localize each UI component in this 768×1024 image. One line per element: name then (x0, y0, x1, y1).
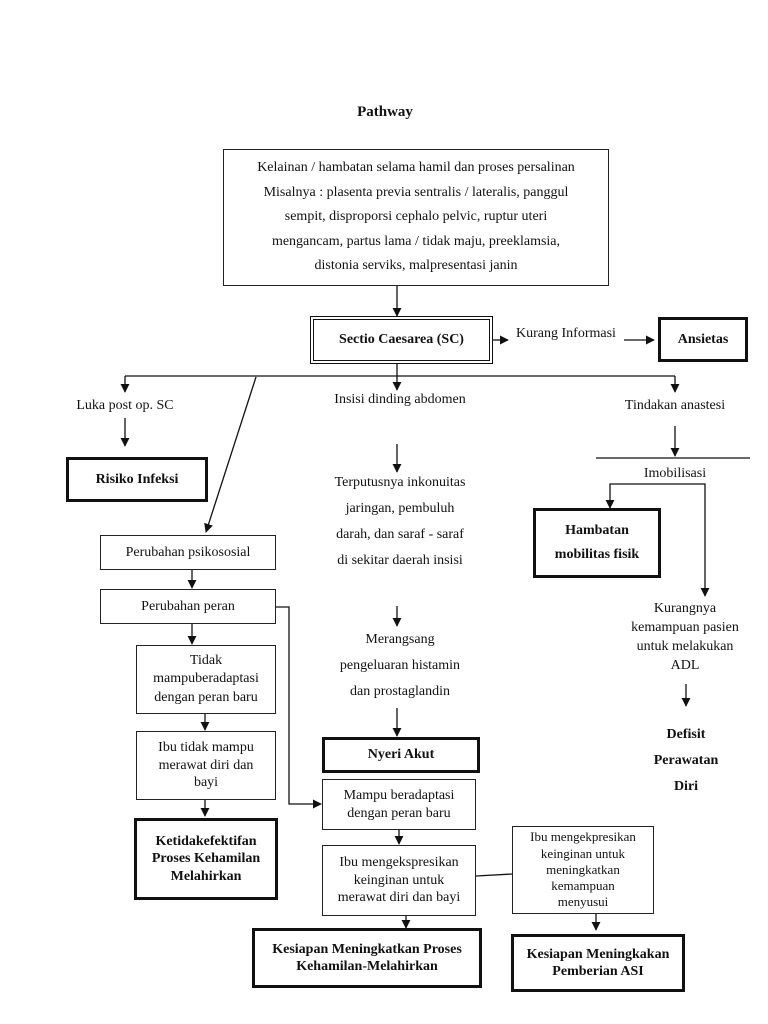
ibu-ekspresi-asi-box: Ibu mengekpresikan keinginan untuk menin… (512, 826, 654, 914)
arrow-to-kurangnya (675, 483, 710, 597)
kurang-informasi-label: Kurang Informasi (516, 326, 616, 342)
merangsang-label: Merangsang pengeluaran histamin dan pros… (339, 632, 461, 699)
perubahan-psikososial-box: Perubahan psikososial (100, 535, 276, 570)
ibu-tidak-mampu-box: Ibu tidak mampu merawat diri dan bayi (136, 731, 276, 800)
kesiapan-asi-box: Kesiapan Meningkakan Pemberian ASI (511, 934, 685, 992)
ketidakefektifan-box: Ketidakefektifan Proses Kehamilan Melahi… (134, 818, 278, 900)
tidak-mampu-beradaptasi-box: Tidak mampuberadaptasi dengan peran baru (136, 645, 276, 714)
kesiapan-proses-box: Kesiapan Meningkatkan Proses Kehamilan-M… (252, 928, 482, 988)
pathway-title: Pathway (357, 103, 413, 120)
luka-post-op-label: Luka post op. SC (76, 398, 174, 414)
nyeri-akut-box: Nyeri Akut (322, 737, 480, 773)
mampu-beradaptasi-box: Mampu beradaptasi dengan peran baru (322, 779, 476, 830)
sectio-caesarea-box: Sectio Caesarea (SC) (310, 316, 493, 364)
arrow-to-psikososial (204, 376, 257, 533)
kurangnya-kemampuan-label: Kurangnya kemampuan pasien untuk melakuk… (631, 601, 739, 673)
defisit-perawatan-diri-label: Defisit Perawatan Diri (653, 727, 719, 794)
insisi-label: Insisi dinding abdomen (334, 392, 466, 408)
hambatan-mobilitas-box: Hambatan mobilitas fisik (533, 508, 661, 578)
arrow-to-hambatan (605, 483, 675, 509)
arrow-peran-to-mampu (276, 606, 322, 809)
terputus-label: Terputusnya inkonuitas jaringan, pembulu… (334, 475, 466, 568)
ansietas-box: Ansietas (658, 317, 748, 362)
tindakan-anastesi-label: Tindakan anastesi (624, 398, 726, 414)
risiko-infeksi-box: Risiko Infeksi (66, 457, 208, 502)
perubahan-peran-box: Perubahan peran (100, 589, 276, 624)
imobilisasi-label: Imobilisasi (643, 466, 707, 482)
line-ekspresi-to-asi (475, 873, 513, 877)
cause-box: Kelainan / hambatan selama hamil dan pro… (223, 149, 609, 286)
ibu-ekspresi-merawat-box: Ibu mengekspresikan keinginan untuk mera… (322, 845, 476, 916)
